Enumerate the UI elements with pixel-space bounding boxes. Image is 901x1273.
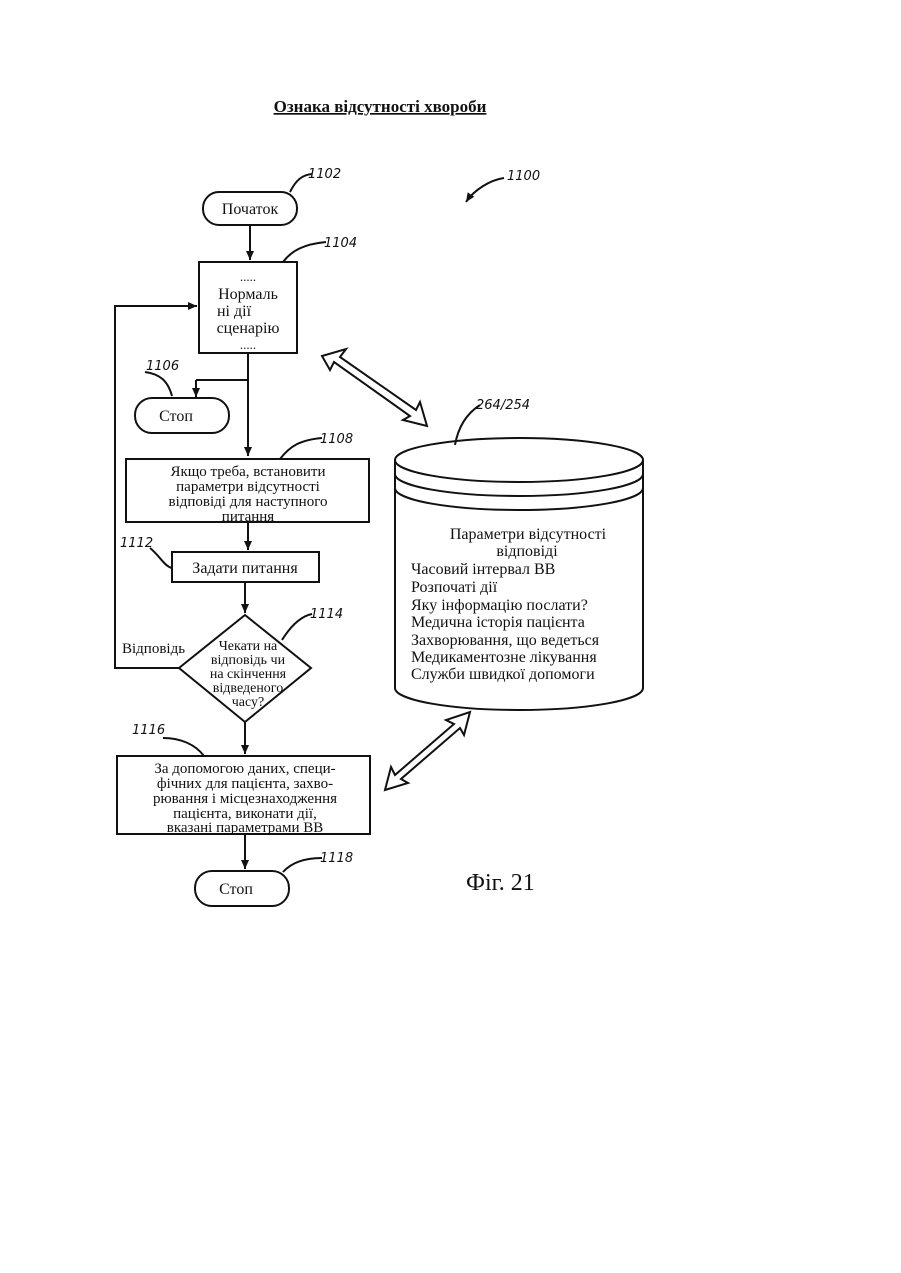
normal-dots-top: ..... (240, 269, 256, 284)
leader-1104 (283, 242, 326, 262)
ref-1100: 1100 (507, 169, 540, 184)
ref-1116: 1116 (132, 723, 165, 738)
db-item-4: Медична історія пацієнта (411, 614, 585, 631)
decision-line2: відповідь чи (211, 653, 286, 668)
stop2-label: Стоп (219, 881, 253, 898)
double-arrow-normal-db (322, 349, 427, 426)
ref-1114: 1114 (310, 607, 343, 622)
ref-1106: 1106 (146, 359, 179, 374)
leader-1108 (280, 438, 322, 459)
ref-1102: 1102 (308, 167, 341, 182)
leader-1106 (145, 372, 172, 396)
setup-line3: відповіді для наступного (168, 494, 327, 510)
leader-1112 (150, 548, 172, 568)
ask-label: Задати питання (192, 560, 298, 577)
normal-line3: сценарію (217, 320, 280, 337)
ref-1100-arrow (466, 178, 504, 202)
setup-line2: параметри відсутності (176, 479, 320, 495)
decision-line3: на скінчення (210, 667, 287, 682)
action-line5: вказані параметрами ВВ (167, 820, 324, 836)
leader-1116 (163, 738, 204, 756)
double-arrow-action-db (385, 712, 470, 790)
db-item-3: Яку інформацію послати? (411, 597, 588, 614)
leader-1118 (283, 858, 322, 872)
setup-line1: Якщо треба, встановити (170, 464, 325, 480)
normal-dots-bottom: ..... (240, 337, 256, 352)
db-item-5: Захворювання, що ведеться (411, 632, 600, 649)
db-heading1: Параметри відсутності (450, 526, 607, 543)
leader-1114 (282, 614, 312, 640)
ref-1104: 1104 (324, 236, 357, 251)
stop1-label: Стоп (159, 408, 193, 425)
normal-line2: ні дії (217, 303, 252, 320)
action-line2: фічних для пацієнта, захво- (157, 776, 333, 792)
figure-number: Фіг. 21 (466, 870, 535, 896)
action-line3: рювання і місцезнаходження (153, 791, 337, 807)
decision-line4: відведеного (213, 681, 283, 696)
ref-1118: 1118 (320, 851, 353, 866)
action-line1: За допомогою даних, специ- (154, 761, 335, 777)
ref-db: 264/254 (476, 398, 530, 413)
decision-line5: часу? (232, 695, 265, 710)
normal-line1: Нормаль (218, 286, 278, 303)
db-item-6: Медикаментозне лікування (411, 649, 597, 666)
ref-1108: 1108 (320, 432, 353, 447)
decision-line1: Чекати на (219, 639, 278, 654)
answer-label: Відповідь (122, 641, 185, 657)
start-label: Початок (222, 201, 279, 218)
db-heading2: відповіді (496, 543, 558, 560)
figure-title: Ознака відсутності хвороби (274, 97, 487, 116)
db-item-2: Розпочаті дії (411, 579, 498, 596)
db-item-7: Служби швидкої допомоги (411, 666, 595, 683)
db-item-1: Часовий інтервал ВВ (411, 561, 555, 578)
ref-1112: 1112 (120, 536, 153, 551)
